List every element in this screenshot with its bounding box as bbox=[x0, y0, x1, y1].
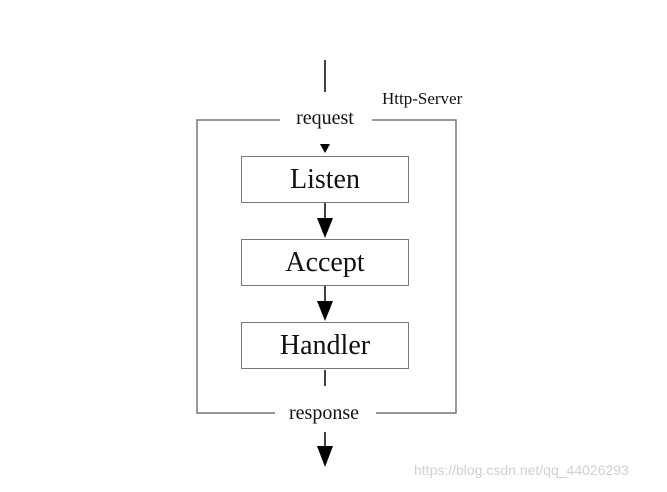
request-label: request bbox=[280, 108, 370, 128]
arrow-accept-handler-head bbox=[317, 301, 333, 321]
handler-label: Handler bbox=[279, 329, 371, 361]
watermark-text: https://blog.csdn.net/qq_44026293 bbox=[414, 462, 629, 478]
server-frame-left bbox=[196, 119, 280, 414]
accept-box: Accept bbox=[241, 239, 409, 286]
listen-label: Listen bbox=[290, 163, 360, 195]
request-arrowhead bbox=[320, 144, 330, 153]
response-label: response bbox=[275, 403, 373, 423]
accept-label: Accept bbox=[285, 246, 365, 278]
outgoing-arrowhead bbox=[317, 446, 333, 467]
listen-box: Listen bbox=[241, 156, 409, 203]
server-frame-right bbox=[372, 119, 457, 414]
http-server-label: Http-Server bbox=[382, 89, 463, 108]
handler-box: Handler bbox=[241, 322, 409, 369]
arrow-listen-accept-head bbox=[317, 218, 333, 238]
